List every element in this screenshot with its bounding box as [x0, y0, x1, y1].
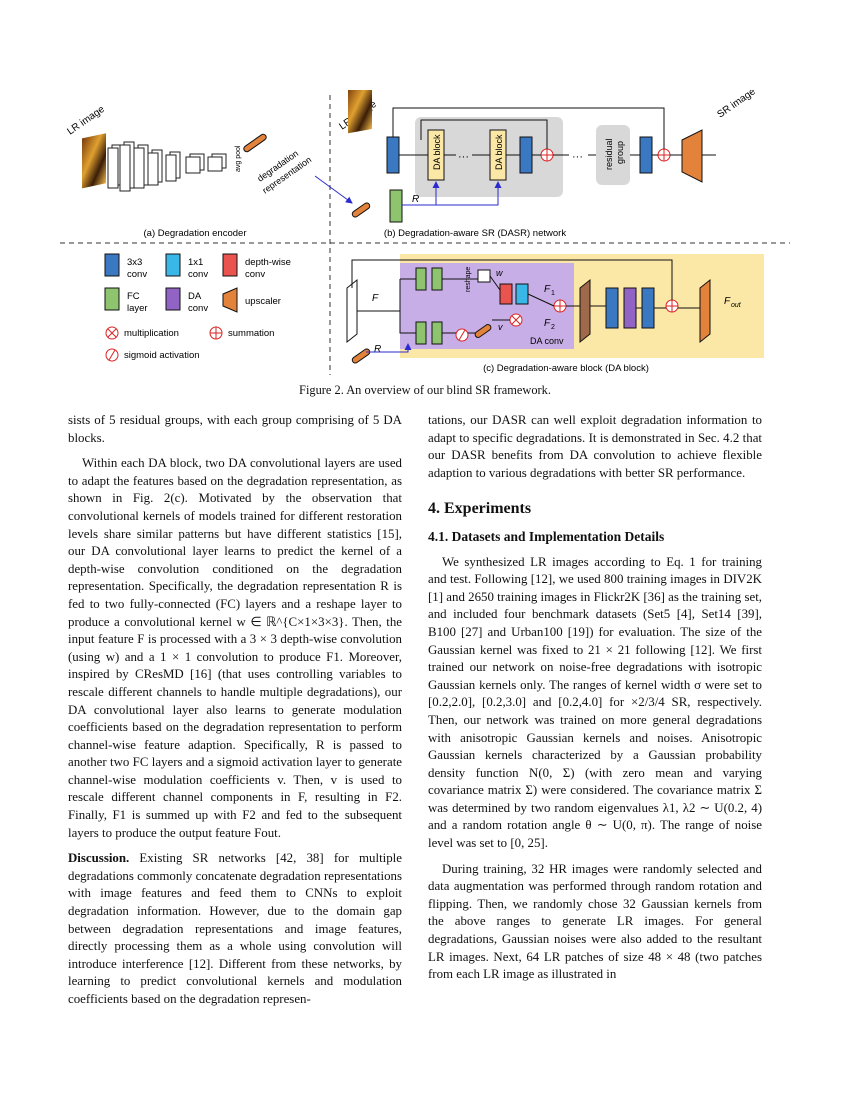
left-paragraph-2: Within each DA block, two DA convolution…	[68, 456, 402, 840]
vector-v	[474, 324, 492, 338]
legend-dw-2: conv	[245, 269, 265, 280]
legend-da-swatch	[165, 287, 181, 311]
w-label: w	[496, 268, 503, 278]
caption-a: (a) Degradation encoder	[144, 228, 247, 239]
group-skip	[420, 119, 548, 149]
caption-c: (c) Degradation-aware block (DA block)	[483, 363, 649, 374]
conv3-c2	[641, 287, 655, 329]
legend-fc-1: FC	[127, 291, 140, 302]
section-heading: 4. Experiments	[428, 500, 532, 518]
r-arrow-2	[436, 181, 502, 206]
legend: 3x3 conv 1x1 conv depth-wise conv FC lay…	[104, 253, 291, 362]
dw-conv-c	[499, 283, 513, 305]
legend-conv1-swatch	[165, 253, 181, 277]
da-block-1-label: DA block	[432, 134, 442, 170]
framework-figure: LR image avg pool degradation representa…	[60, 90, 790, 375]
legend-da-1: DA	[188, 291, 202, 302]
repr-arrow	[314, 175, 353, 204]
legend-sigmoid: sigmoid activation	[124, 350, 200, 361]
dots-1: ···	[458, 151, 469, 163]
da-block-paths	[357, 275, 700, 334]
f1-sub: 1	[551, 290, 555, 297]
sum-plus-b2	[658, 149, 670, 161]
output-feature	[699, 278, 711, 344]
degradation-encoder-panel: LR image avg pool degradation representa…	[65, 104, 313, 239]
subsection-heading: 4.1. Datasets and Implementation Details	[428, 528, 665, 544]
lr-image-thumbnail-b	[348, 90, 372, 134]
fc-c-4	[431, 321, 443, 345]
left-paragraph-3: Discussion. Existing SR networks [42, 38…	[68, 850, 402, 1008]
sr-image-label: SR image	[715, 90, 758, 120]
lr-image-label-a: LR image	[65, 104, 107, 138]
input-feature-f	[346, 278, 358, 344]
dasr-network-panel: LR image DA block ··· DA block ··· resid…	[314, 90, 758, 239]
f2-label: F	[544, 318, 551, 329]
conv3-c1	[605, 287, 619, 329]
legend-summation: summation	[228, 328, 274, 339]
encoder-conv-stack	[107, 141, 227, 192]
da-conv-c2	[623, 287, 637, 329]
legend-dw-swatch	[222, 253, 238, 277]
right-paragraph-3: During training, 32 HR images were rando…	[428, 861, 762, 982]
degradation-vector-a	[243, 133, 267, 153]
left-column: sists of 5 residual groups, with each gr…	[68, 412, 402, 1017]
legend-conv3-2: conv	[127, 269, 147, 280]
legend-upscaler-swatch	[222, 287, 238, 313]
fc-c-3	[415, 321, 427, 345]
upscaler-b	[681, 129, 703, 183]
discussion-text: Existing SR networks [42, 38] for multip…	[68, 851, 402, 1006]
degradation-vector-c	[351, 348, 371, 364]
da-block-2-label: DA block	[494, 134, 504, 170]
kernel-w	[477, 269, 491, 283]
feature-map-c	[579, 278, 591, 344]
v-label: v	[498, 322, 503, 332]
caption-b: (b) Degradation-aware SR (DASR) network	[384, 228, 566, 239]
r-label-c: R	[374, 344, 381, 355]
sum-plus-b1	[541, 149, 553, 161]
lr-image-thumbnail-a	[82, 133, 106, 189]
legend-conv3-swatch	[104, 253, 120, 277]
residual-group-label-2: group	[615, 141, 625, 164]
residual-group-box	[596, 125, 630, 185]
fc-c-1	[415, 267, 427, 291]
legend-fc-2: layer	[127, 303, 148, 314]
degradation-vector-b	[351, 202, 371, 218]
fc-c-2	[431, 267, 443, 291]
right-column: tations, our DASR can well exploit degra…	[428, 412, 762, 992]
global-skip	[392, 107, 665, 149]
fout-sub: out	[731, 302, 742, 309]
right-paragraph-1: tations, our DASR can well exploit degra…	[428, 413, 762, 480]
conv3-head	[386, 136, 400, 174]
da-conv-label: DA conv	[530, 336, 564, 346]
f-label: F	[372, 293, 379, 304]
da-block-panel: F R reshape w v F 1 F 2 DA conv F out	[346, 254, 764, 374]
fout-label: F	[724, 296, 731, 307]
f1-label: F	[544, 284, 551, 295]
legend-da-2: conv	[188, 303, 208, 314]
conv3-group-tail	[519, 136, 533, 174]
da-block-skip	[351, 259, 673, 300]
f2-sub: 2	[551, 324, 555, 331]
left-paragraph-1: sists of 5 residual groups, with each gr…	[68, 413, 402, 445]
legend-fc-swatch	[104, 287, 120, 311]
legend-conv3-1: 3x3	[127, 257, 142, 268]
conv3-tail	[639, 136, 653, 174]
legend-multiplication: multiplication	[124, 328, 179, 339]
right-paragraph-2: We synthesized LR images according to Eq…	[428, 554, 762, 851]
residual-group-label-1: residual	[604, 138, 614, 170]
figure-caption: Figure 2. An overview of our blind SR fr…	[299, 383, 551, 397]
r-label-b: R	[412, 194, 419, 205]
legend-conv1-2: conv	[188, 269, 208, 280]
dots-2: ···	[572, 151, 583, 163]
legend-upscaler: upscaler	[245, 296, 281, 307]
legend-conv1-1: 1x1	[188, 257, 203, 268]
discussion-heading: Discussion.	[68, 851, 130, 866]
legend-dw-1: depth-wise	[245, 257, 291, 268]
r-arrow-c	[366, 343, 412, 353]
conv1-c	[515, 283, 529, 305]
fc-layer-b	[389, 189, 403, 223]
avg-pool-label: avg pool	[235, 145, 242, 172]
